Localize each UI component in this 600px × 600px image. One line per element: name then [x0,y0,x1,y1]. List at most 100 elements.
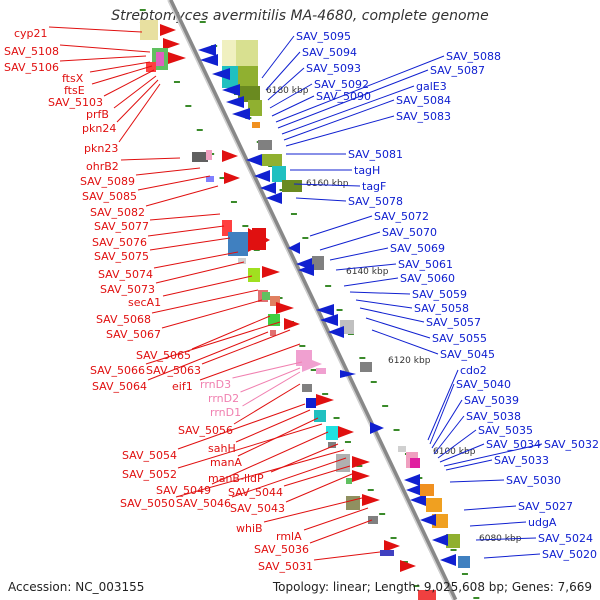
gene-label: SAV_5077 [94,220,149,233]
right-gene-label: SAV_5069 [329,242,445,261]
gene-label: SAV_5069 [390,242,445,255]
right-gene-label: SAV_5087 [277,64,485,129]
gene-label: SAV_5027 [518,500,573,513]
left-gene-label: SAV_5085 [82,175,211,203]
gene-label: pkn23 [84,142,118,155]
gene-label: SAV_5094 [302,46,357,59]
left-gene-label: SAV_5031 [258,551,381,573]
left-gene-label: SAV_5106 [4,55,147,74]
gene-label: SAV_5038 [466,410,521,423]
gene-label: ftsX [62,72,84,85]
gene-label: SAV_5034 [486,438,541,451]
left-gene-label: SAV_5089 [80,167,201,188]
rrna-label: rrnD2 [208,367,301,405]
kbp-label: 6120 kbp [388,356,431,366]
gene-label: SAV_5089 [80,175,135,188]
right-gene-label: tagF [293,180,386,193]
right-gene-label: SAV_5078 [295,195,403,208]
right-gene-label: SAV_5039 [431,394,519,449]
right-gene-label: udgA [469,516,557,529]
left-gene-label: SAV_5036 [254,519,373,556]
gene-label: SAV_5072 [374,210,429,223]
right-gene-label: SAV_5088 [275,50,501,123]
left-gene-label: whiB [236,497,363,535]
gene-label: SAV_5054 [122,449,177,462]
gene-label: SAV_5063 [146,364,201,377]
gene-label: tagH [354,164,380,177]
left-gene-label: SAV_5066 [90,321,281,377]
gene-label: rrnD2 [208,392,239,405]
gene-label: SAV_5040 [456,378,511,391]
gene-label: SAV_5103 [48,96,103,109]
gene-label: SAV_5033 [494,454,549,467]
gene-label: SAV_5052 [122,468,177,481]
right-gene-label: SAV_5083 [285,110,451,147]
gene-label: SAV_5031 [258,560,313,573]
gene-label: SAV_5106 [4,61,59,74]
gene-label: secA1 [128,296,161,309]
gene-label: SAV_5030 [506,474,561,487]
left-gene-label: SAV_5052 [122,423,323,481]
gene-label: SAV_5059 [412,288,467,301]
right-gene-label: SAV_5059 [349,288,467,301]
right-gene-label: tagH [290,164,380,177]
gene-label: SAV_5039 [464,394,519,407]
left-gene-label: SAV_5065 [136,315,271,362]
accession-text: Accession: NC_003155 [8,580,145,594]
right-gene-label: SAV_5061 [335,258,453,271]
gene-label: SAV_5032 [544,438,599,451]
gene-label: SAV_5046 [176,497,231,510]
right-gene-label: SAV_5060 [343,272,455,287]
gene-label: SAV_5078 [348,195,403,208]
gene-label: SAV_5074 [98,268,153,281]
left-gene-label: SAV_5046 [176,457,347,510]
left-gene-label: eif1 [172,343,301,393]
gene-label: SAV_5081 [348,148,403,161]
right-gene-label: SAV_5038 [433,410,521,455]
right-gene-label: SAV_5072 [309,210,429,237]
left-gene-label: SAV_5068 [96,289,259,326]
left-gene-label: ftsE [64,65,153,97]
right-gene-label: SAV_5040 [429,378,511,445]
genome-backbone [167,0,458,600]
right-gene-label: SAV_5092 [269,78,369,109]
rrna-label: rrnD1 [210,371,301,419]
kbp-label: 6160 kbp [306,179,349,189]
gene-label: SAV_5068 [96,313,151,326]
right-gene-label: SAV_5090 [271,90,371,117]
gene-label: SAV_5093 [306,62,361,75]
gene-label: cyp21 [14,27,48,40]
gene-label: rrnD1 [210,406,241,419]
left-gene-label: ftsX [62,61,151,85]
right-gene-label: SAV_5095 [261,30,351,79]
right-gene-label: SAV_5020 [483,548,597,561]
left-gene-label: SAV_5063 [146,329,291,377]
left-label-leaders: cyp21SAV_5108SAV_5106ftsXftsESAV_5103prf… [4,26,381,573]
left-gene-label: pkn23 [84,83,161,155]
gene-label: SAV_5044 [228,486,283,499]
left-gene-label: SAV_5082 [90,185,219,219]
gene-label: SAV_5056 [178,424,233,437]
gene-label: sahH [208,442,236,455]
gene-label: SAV_5024 [538,532,593,545]
gene-label: prfB [86,108,109,121]
gene-label: rrnD3 [200,378,231,391]
gene-label: cdo2 [460,364,487,377]
right-gene-label: SAV_5024 [475,532,593,545]
gene-label: SAV_5088 [446,50,501,63]
right-gene-label: SAV_5081 [286,148,403,161]
right-gene-label: galE3 [281,80,447,135]
left-gene-label: SAV_5073 [100,261,245,296]
gene-label: SAV_5043 [230,502,285,515]
right-gene-label: SAV_5032 [443,438,599,467]
gene-label: SAV_5061 [398,258,453,271]
gene-label: SAV_5020 [542,548,597,561]
right-gene-label: SAV_5035 [437,424,533,459]
left-gene-label: SAV_5064 [92,331,269,393]
gene-label: SAV_5095 [296,30,351,43]
gene-label: SAV_5060 [400,272,455,285]
gene-label: SAV_5073 [100,283,155,296]
gene-label: udgA [528,516,557,529]
right-gene-label: SAV_5057 [359,307,481,329]
